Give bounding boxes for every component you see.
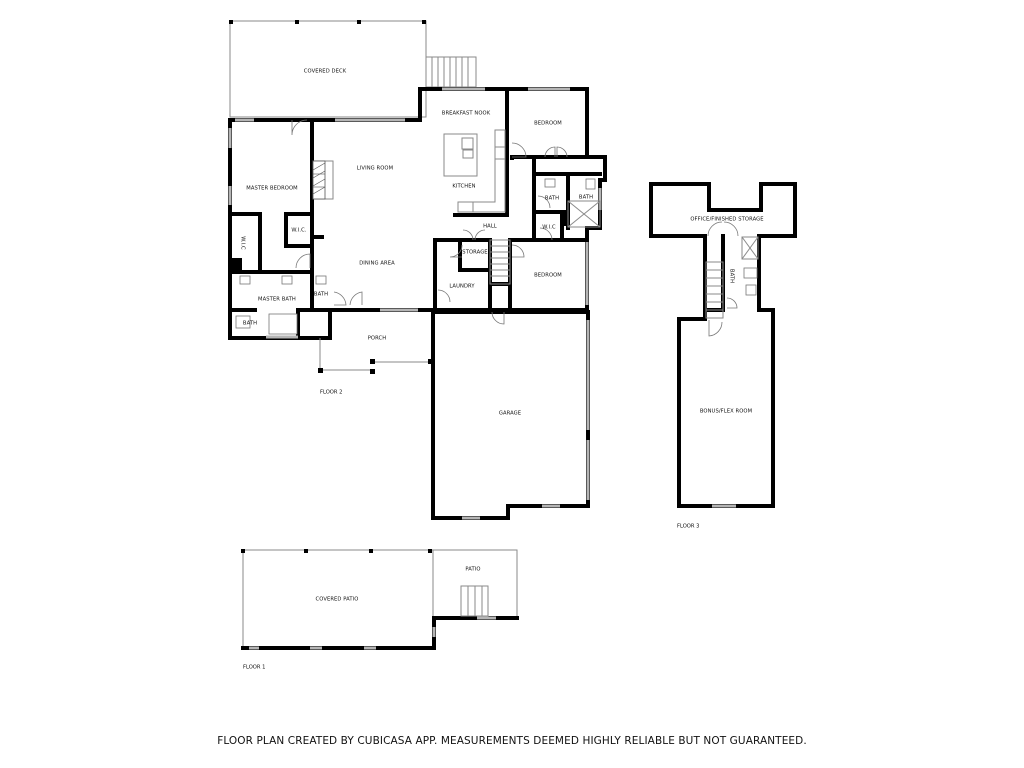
room-label-laundry: LAUNDRY bbox=[449, 284, 475, 290]
room-label-master-bath: MASTER BATH bbox=[258, 297, 296, 303]
disclaimer-text: FLOOR PLAN CREATED BY CUBICASA APP. MEAS… bbox=[217, 735, 807, 747]
room-label-bedroom-1: BEDROOM bbox=[534, 121, 562, 127]
room-label-breakfast-nook: BREAKFAST NOOK bbox=[442, 111, 491, 117]
room-label-dining-area: DINING AREA bbox=[359, 261, 395, 267]
room-label-living-room: LIVING ROOM bbox=[357, 166, 393, 172]
room-label-covered-deck: COVERED DECK bbox=[304, 69, 347, 75]
room-label-covered-patio: COVERED PATIO bbox=[316, 597, 359, 603]
room-label-storage: STORAGE bbox=[462, 250, 487, 256]
room-label-office-storage: OFFICE/FINISHED STORAGE bbox=[690, 217, 763, 223]
floor-3-label: FLOOR 3 bbox=[677, 524, 699, 530]
chimney-block bbox=[230, 258, 242, 272]
floor-1-label: FLOOR 1 bbox=[243, 665, 265, 671]
hall-stairs bbox=[489, 239, 511, 285]
floor-1-plan: COVERED PATIO PATIO FLOOR 1 bbox=[241, 549, 519, 671]
deck-stairs bbox=[425, 56, 477, 88]
room-label-wic-3: W.I.C bbox=[542, 225, 556, 231]
patio-stairs bbox=[460, 585, 489, 617]
kitchen-island bbox=[443, 133, 478, 177]
room-label-hall: HALL bbox=[483, 224, 497, 230]
room-label-bedroom-2: BEDROOM bbox=[534, 273, 562, 279]
room-label-porch: PORCH bbox=[368, 336, 387, 342]
room-label-bath-1: BATH bbox=[545, 196, 559, 202]
room-label-wic-1: W.I.C. bbox=[291, 228, 306, 234]
floor-2-plan: COVERED DECK BREAKFAST NOOK BEDROOM LIVI… bbox=[228, 20, 607, 520]
room-label-floor3-bath: BATH bbox=[729, 269, 735, 283]
room-label-kitchen: KITCHEN bbox=[452, 184, 475, 190]
room-label-wic-2: W.I.C bbox=[240, 236, 246, 250]
room-label-master-bedroom: MASTER BEDROOM bbox=[246, 186, 298, 192]
room-label-bath-4: BATH bbox=[243, 321, 257, 327]
room-label-bath-2: BATH bbox=[579, 195, 593, 201]
floor-3-stairs bbox=[705, 261, 724, 319]
room-label-bonus-room: BONUS/FLEX ROOM bbox=[700, 409, 752, 415]
floor-2-label: FLOOR 2 bbox=[320, 390, 342, 396]
floor-3-plan: OFFICE/FINISHED STORAGE BATH BONUS/FLEX … bbox=[649, 182, 797, 530]
room-label-garage: GARAGE bbox=[499, 411, 521, 417]
bathtub bbox=[268, 313, 298, 335]
fireplace bbox=[312, 160, 334, 200]
room-label-patio: PATIO bbox=[465, 567, 480, 573]
room-label-bath-3: BATH bbox=[314, 292, 328, 298]
